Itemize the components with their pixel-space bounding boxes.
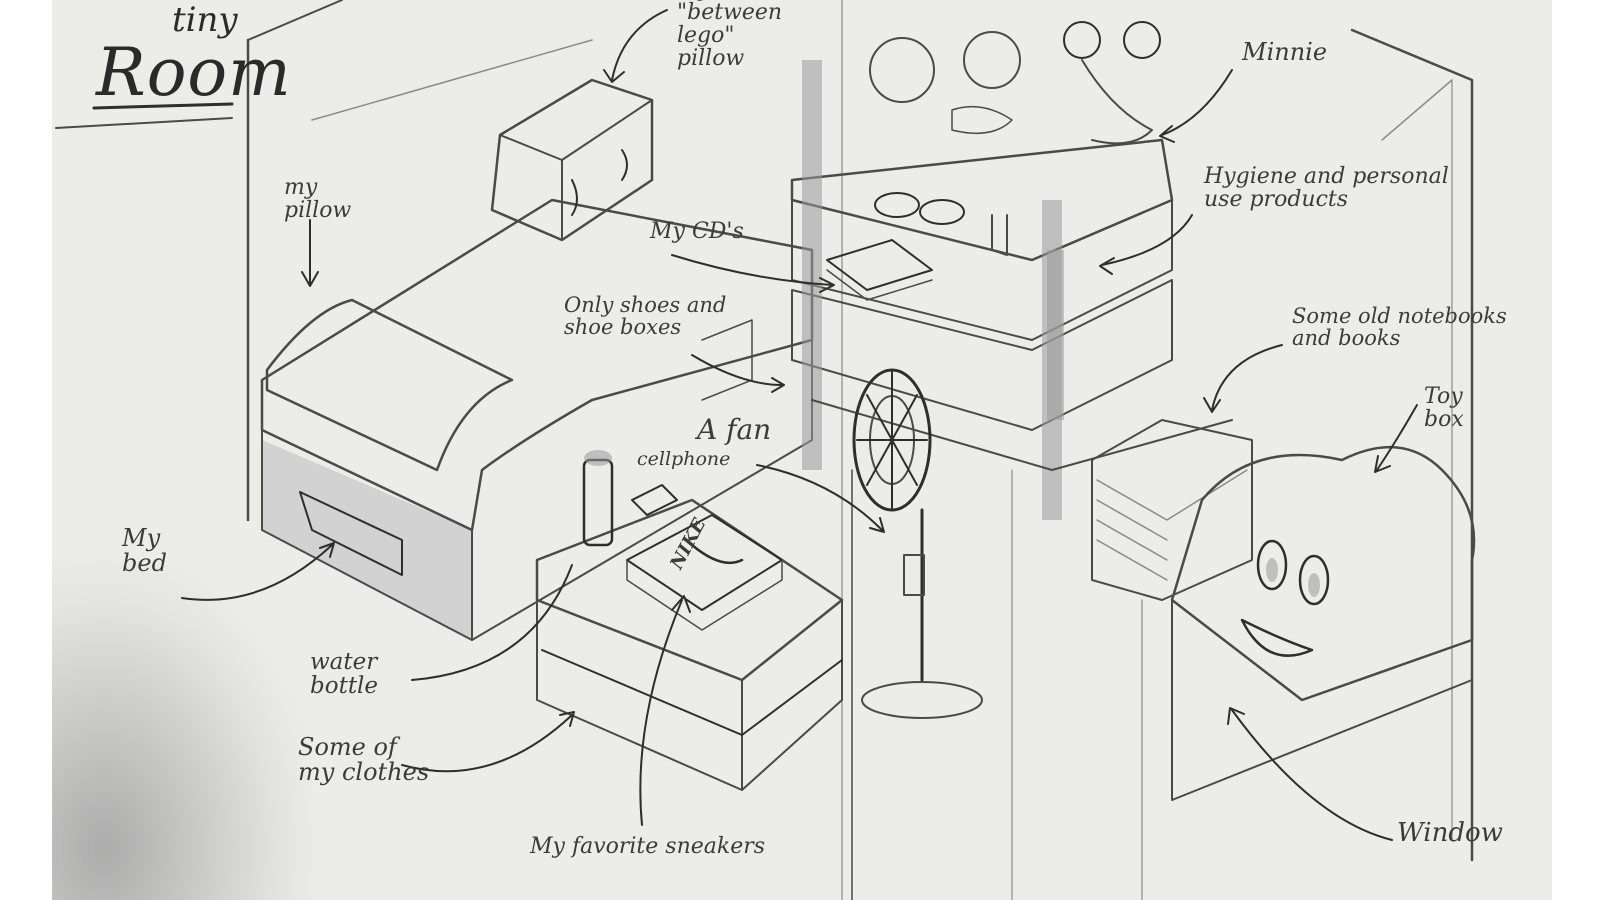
label-minnie: Minnie — [1242, 40, 1327, 65]
fan-drawing — [854, 370, 982, 718]
shelf-drawing — [792, 22, 1232, 520]
label-between-lego-pillow: my "between lego" pillow — [677, 0, 782, 70]
title-large: Room — [96, 34, 292, 111]
label-my-cds: My CD's — [650, 220, 744, 243]
label-cellphone: cellphone — [637, 450, 730, 470]
label-window: Window — [1397, 820, 1503, 847]
room-sketch — [52, 0, 1552, 900]
label-hygiene: Hygiene and personal use products — [1204, 165, 1449, 211]
label-clothes: Some of my clothes — [298, 735, 429, 785]
label-only-shoes: Only shoes and shoe boxes — [564, 294, 726, 338]
label-my-bed: My bed — [122, 526, 167, 576]
label-toy-box: Toy box — [1424, 385, 1464, 431]
sketch-paper: tiny Room my "between lego" pillow my pi… — [52, 0, 1552, 900]
annotation-arrows — [182, 10, 1417, 840]
nightstand-drawing — [537, 450, 842, 790]
toybox-drawing — [1092, 420, 1474, 800]
label-my-pillow: my pillow — [284, 176, 351, 222]
room-walls — [248, 0, 1472, 900]
bed-drawing — [262, 80, 812, 640]
label-water-bottle: water bottle — [310, 650, 378, 698]
label-a-fan: A fan — [697, 415, 771, 444]
label-sneakers: My favorite sneakers — [530, 835, 765, 858]
label-notebooks: Some old notebooks and books — [1292, 305, 1507, 349]
